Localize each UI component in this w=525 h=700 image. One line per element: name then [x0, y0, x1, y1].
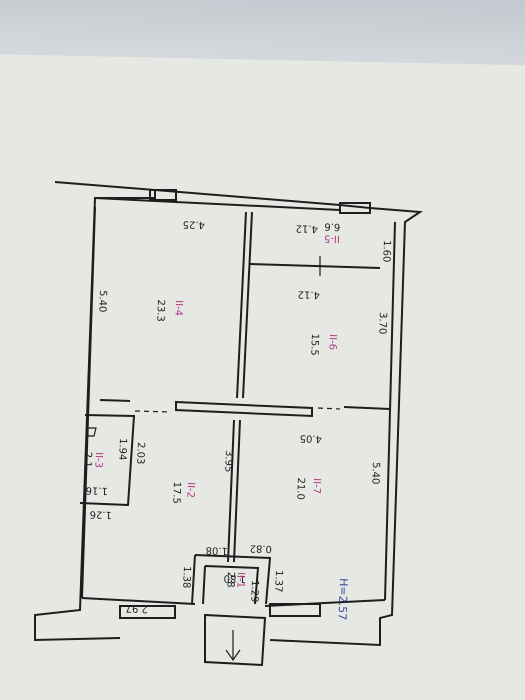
svg-text:II-2: II-2 — [184, 482, 196, 498]
dim-top-right: 4.12 — [295, 222, 318, 234]
dim-vest-right-width: 0.82 — [249, 542, 272, 554]
room-label-ii-2: II-2 17.5 — [170, 481, 196, 504]
room-label-ii-6: II-6 15.5 — [308, 333, 338, 356]
dim-vest-right-height: 1.37 — [272, 570, 284, 593]
room-label-ii-1: II-1 2.8 — [224, 572, 246, 589]
dim-vest-left-height: 1.38 — [180, 566, 192, 589]
svg-text:II-6: II-6 — [326, 334, 338, 350]
ceiling-height-note: H=2.57 — [336, 578, 350, 620]
inner-left-wall — [81, 206, 96, 599]
room-label-ii-7: II-7 21.0 — [294, 477, 322, 500]
room-label-ii-4: II-4 23.3 — [154, 299, 184, 322]
room-label-ii-3: II-3 2.1 — [81, 452, 104, 469]
svg-text:II-1: II-1 — [234, 572, 246, 588]
partition-center-block — [175, 400, 313, 418]
svg-text:II-7: II-7 — [310, 478, 322, 494]
dim-closet-width: 1.16 — [85, 484, 108, 496]
outer-wall-right — [154, 189, 423, 647]
dim-vest-inner-height: 1.29 — [248, 580, 260, 603]
dim-left-upper: 5.40 — [96, 290, 108, 313]
dim-left-middle: 2.03 — [134, 442, 146, 465]
svg-text:21.0: 21.0 — [294, 477, 306, 500]
svg-text:II-4: II-4 — [172, 300, 184, 316]
bottom-wall-left — [81, 597, 196, 605]
dim-closet-height: 1.94 — [116, 438, 128, 461]
window-bottom-right — [269, 603, 321, 617]
entrance-arrow — [225, 630, 241, 662]
dim-mid-right-width: 4.05 — [299, 432, 322, 444]
svg-text:2.8: 2.8 — [224, 572, 236, 588]
vestibule-inner — [202, 565, 260, 605]
svg-text:II-5: II-5 — [324, 232, 340, 244]
dim-closet-bottom: 1.26 — [89, 508, 112, 520]
dim-top-left: 4.25 — [182, 218, 205, 230]
wall-stub-left — [99, 399, 131, 402]
wall-stub-right — [343, 406, 391, 410]
svg-text:23.3: 23.3 — [154, 299, 166, 322]
partition-small-room — [248, 263, 381, 269]
svg-text:2.1: 2.1 — [81, 452, 93, 468]
window-top-left — [149, 189, 177, 201]
dim-right-lower: 5.40 — [369, 462, 381, 485]
svg-text:15.5: 15.5 — [308, 333, 320, 356]
door-openings — [134, 407, 341, 413]
window-top-right — [339, 202, 371, 214]
toilet-symbol — [87, 427, 97, 437]
vestibule-outer — [191, 554, 272, 605]
dim-bottom-left: 2.97 — [125, 602, 148, 614]
dim-vest-inner-width: 1.80 — [223, 572, 246, 584]
dim-small-room-side: 1.60 — [380, 240, 392, 263]
entrance-porch — [204, 613, 267, 667]
svg-text:17.5: 17.5 — [170, 481, 182, 504]
partition-lower — [227, 419, 241, 563]
dim-vest-left-width: 1.08 — [205, 544, 228, 556]
svg-text:6.6: 6.6 — [324, 220, 340, 232]
inner-right-wall — [384, 221, 396, 601]
partition-upper — [236, 211, 253, 399]
dim-right-upper: 3.70 — [376, 312, 388, 335]
dim-middle-right: 4.12 — [297, 288, 320, 300]
room-label-ii-5: II-5 6.6 — [324, 220, 341, 244]
inner-top-wall — [94, 197, 341, 211]
closet-wall — [79, 414, 136, 507]
dim-middle-partition: 3.95 — [222, 450, 234, 473]
window-bottom-left — [119, 605, 176, 619]
svg-text:II-3: II-3 — [92, 452, 104, 468]
